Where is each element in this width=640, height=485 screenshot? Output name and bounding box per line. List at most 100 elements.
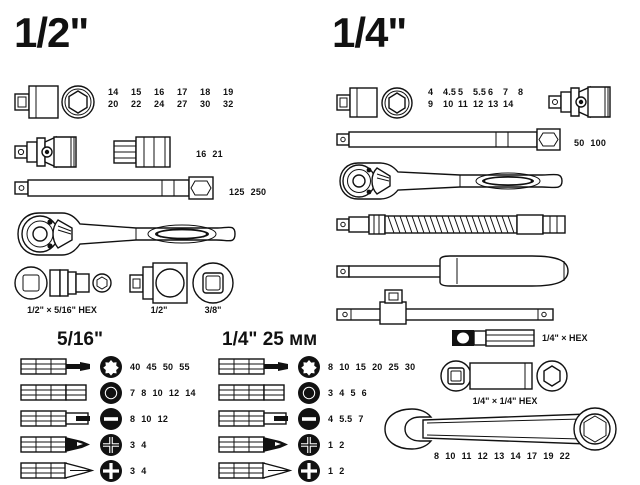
size-value: 25 [388, 362, 399, 372]
size-value: 8 [434, 451, 440, 461]
size-value: 125 [229, 187, 245, 197]
size-value: 3 [130, 440, 136, 450]
torx-bit-illustration [218, 355, 294, 379]
quarter-inch-extension-bar [336, 128, 566, 151]
size-value: 2 [339, 466, 345, 476]
size-value: 6 [488, 87, 494, 97]
size-value: 17 [526, 451, 538, 461]
size-value: 9 [428, 99, 434, 109]
hex-bit-illustration [218, 381, 294, 405]
quarter-inch-sliding-t-bar [336, 288, 554, 325]
half-inch-universal-joint [14, 133, 98, 171]
socket-bit-holder-label: 1/4" × 1/4" HEX [472, 396, 538, 406]
size-value: 18 [200, 87, 211, 97]
quarter-inch-universal-joint [548, 84, 628, 120]
size-value: 5 [458, 87, 464, 97]
size-value: 55 [179, 362, 190, 372]
combination-wrench-illustration [382, 405, 632, 453]
size-value: 3 [130, 466, 136, 476]
bit-sizes: 8 10 12 [130, 413, 174, 425]
size-value: 12 [157, 414, 169, 424]
size-value: 14 [510, 451, 521, 461]
size-value: 8 [141, 388, 147, 398]
size-value: 40 [130, 362, 141, 372]
size-value: 15 [355, 362, 367, 372]
half-inch-extension-bar [14, 175, 219, 201]
size-value: 7 [130, 388, 136, 398]
size-value: 4 [428, 87, 434, 97]
section-title-half-inch: 1/2" [14, 9, 89, 56]
socket-bit-holder-illustration [440, 360, 570, 392]
size-value: 19 [543, 451, 554, 461]
size-value: 8 [328, 362, 334, 372]
hex-bit-icon [298, 382, 320, 404]
torx-bit-icon [298, 356, 320, 378]
torx-bit-illustration [20, 355, 96, 379]
size-value: 11 [458, 99, 468, 109]
size-value: 8 [518, 87, 524, 97]
hex-bit-illustration [20, 381, 96, 405]
size-value: 4 [141, 466, 147, 476]
size-value: 6 [361, 388, 367, 398]
size-value: 45 [146, 362, 157, 372]
socket-adapter-half-label: 1/2" [150, 305, 168, 315]
size-value: 12 [168, 388, 180, 398]
size-value: 10 [141, 414, 152, 424]
section-title-quarter-inch: 1/4" [332, 9, 407, 56]
bit-holder-adapter-label: 1/2" × 5/16" HEX [27, 305, 97, 315]
size-value: 2 [339, 440, 345, 450]
size-value: 11 [461, 451, 472, 461]
section-title-bits-quarter-25mm: 1/4" 25 мм [222, 329, 318, 350]
phillips-bit-icon [298, 460, 320, 482]
pozidriv-bit-icon [298, 434, 320, 456]
size-value: 13 [488, 99, 499, 109]
pozidriv-bit-illustration [218, 433, 294, 457]
size-value: 3 [328, 388, 334, 398]
size-value: 5.5 [339, 414, 353, 424]
bit-adapter-illustration [452, 328, 536, 348]
size-value: 24 [154, 99, 165, 109]
size-value: 100 [590, 138, 607, 148]
size-value: 14 [108, 87, 119, 97]
quarter-inch-flexible-extension [336, 212, 568, 236]
phillips-bit-icon [100, 460, 122, 482]
phillips-bit-illustration [218, 459, 294, 483]
size-value: 22 [559, 451, 571, 461]
half-inch-ratchet-handle [16, 210, 238, 258]
size-value: 1 [328, 466, 334, 476]
size-value: 4.5 [443, 87, 457, 97]
size-value: 14 [185, 388, 196, 398]
quarter-inch-ratchet-handle [338, 160, 566, 202]
size-value: 30 [200, 99, 211, 109]
size-value: 17 [177, 87, 188, 97]
size-value: 7 [358, 414, 364, 424]
size-value: 20 [372, 362, 383, 372]
size-value: 4 [328, 414, 334, 424]
size-value: 10 [443, 99, 454, 109]
slotted-bit-illustration [218, 407, 294, 431]
size-value: 32 [223, 99, 234, 109]
slotted-bit-illustration [20, 407, 96, 431]
size-value: 19 [223, 87, 234, 97]
half-inch-socket-adapter [129, 262, 189, 304]
size-value: 12 [477, 451, 488, 461]
slotted-bit-icon [298, 408, 320, 430]
size-value: 8 [130, 414, 136, 424]
size-value: 16 [196, 149, 207, 159]
